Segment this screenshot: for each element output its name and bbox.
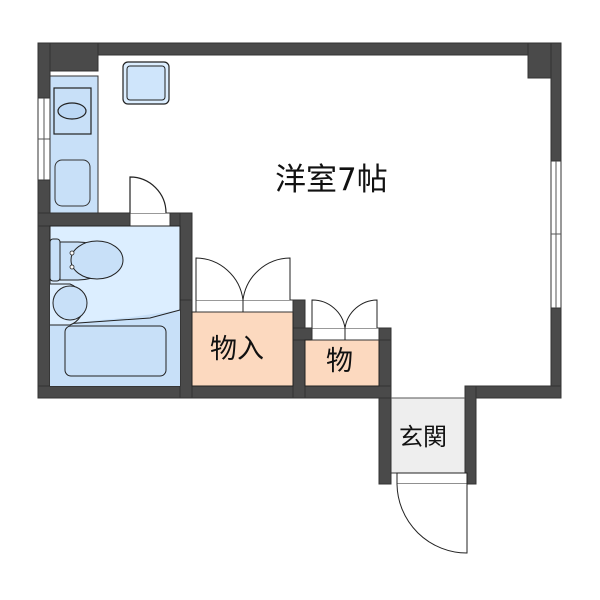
toilet-icon — [49, 238, 124, 282]
walls — [37, 42, 562, 485]
wash-basin-icon — [50, 283, 88, 326]
kitchen-counter — [49, 75, 99, 214]
right-window — [550, 160, 562, 309]
bathtub-icon — [64, 325, 167, 377]
room-label-storage-small: 物 — [326, 346, 353, 377]
washing-machine-space — [122, 61, 170, 105]
room-label-storage-large: 物入 — [210, 334, 264, 365]
sink-basin-icon — [57, 102, 87, 120]
room-label-western: 洋室7帖 — [275, 162, 388, 198]
unit-bath — [49, 225, 181, 387]
stove-icon — [54, 159, 91, 207]
entrance — [390, 397, 468, 554]
left-window — [37, 97, 51, 181]
storage-closet-large — [191, 257, 294, 387]
room-label-entrance: 玄関 — [399, 423, 447, 451]
storage-closet-small — [304, 299, 380, 387]
bath-door — [129, 176, 171, 227]
